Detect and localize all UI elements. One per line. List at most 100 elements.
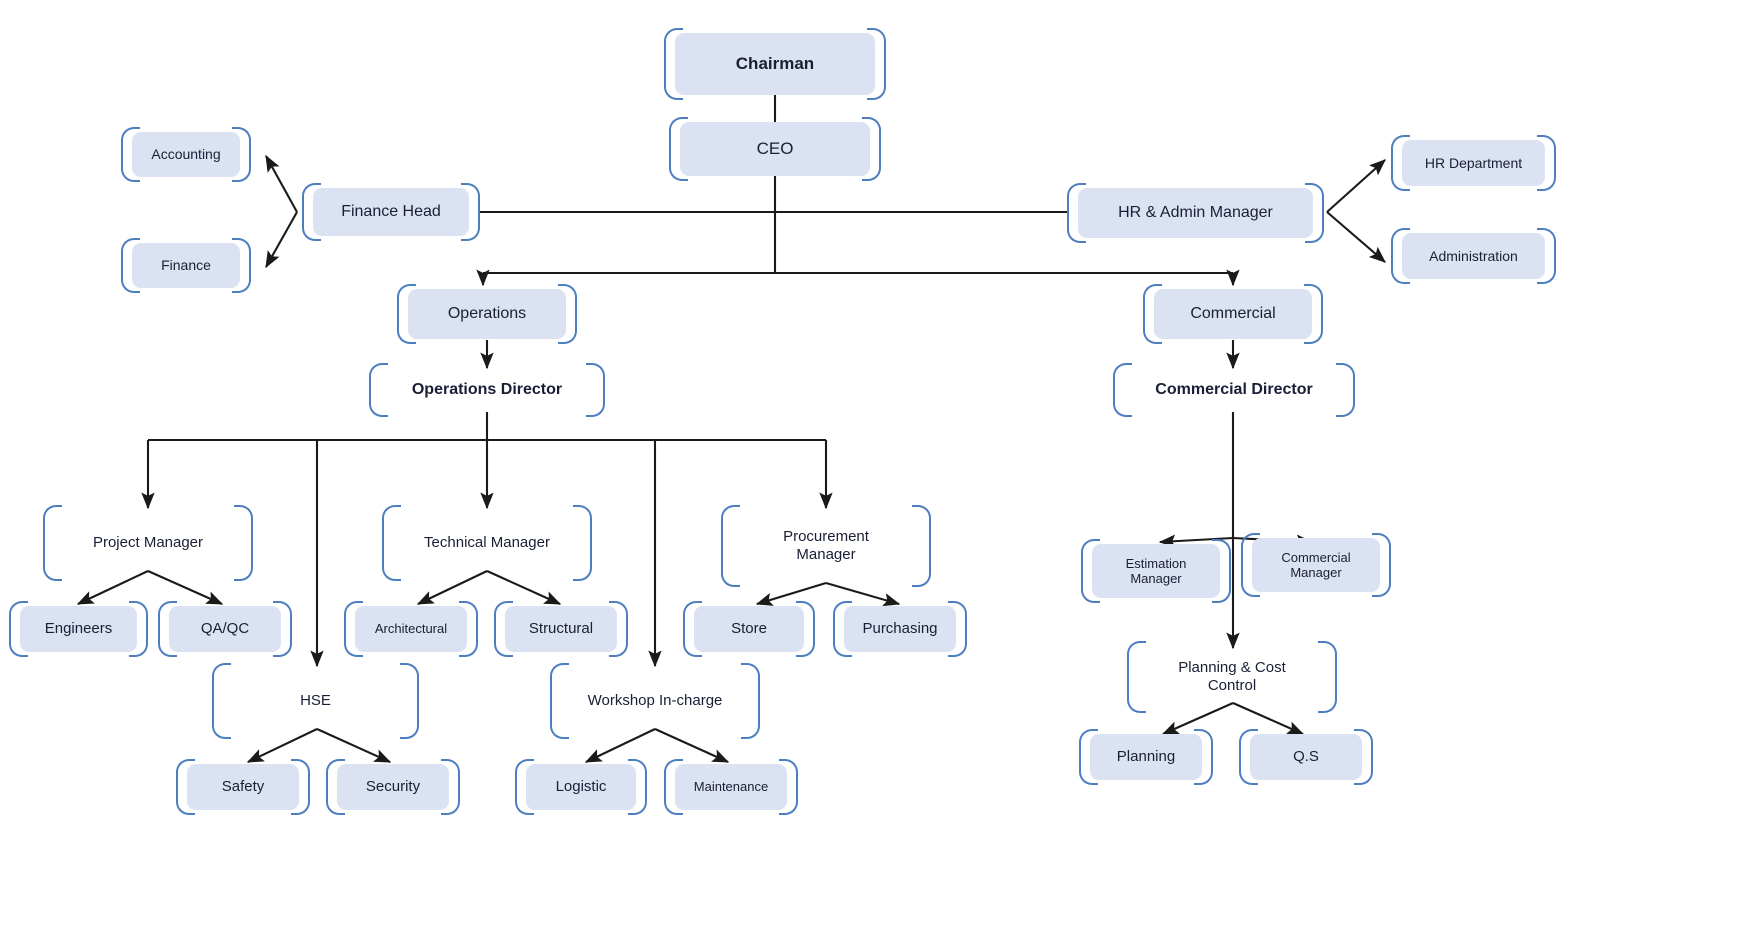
node-maintenance-card <box>675 764 787 810</box>
node-hr-department[interactable]: HR Department <box>1391 135 1556 191</box>
node-planning-label: Planning <box>1116 748 1176 766</box>
node-operations-card <box>408 289 566 339</box>
node-ceo-label: CEO <box>756 138 794 158</box>
edge-finance-head-accounting <box>265 154 298 213</box>
bracket-right-icon <box>234 505 253 581</box>
bracket-right-icon <box>1336 363 1355 417</box>
bracket-left-icon <box>176 759 195 815</box>
bracket-right-icon <box>1372 533 1391 597</box>
node-maintenance-label: Maintenance <box>693 779 769 795</box>
node-commercial-manager[interactable]: Commercial Manager <box>1241 533 1391 597</box>
edge-finance-head-finance <box>265 211 298 269</box>
bracket-right-icon <box>273 601 292 657</box>
node-hr-department-card <box>1402 140 1545 186</box>
node-architectural[interactable]: Architectural <box>344 601 478 657</box>
node-structural-card <box>505 606 617 652</box>
node-security-card <box>337 764 449 810</box>
node-engineers[interactable]: Engineers <box>9 601 148 657</box>
node-maintenance[interactable]: Maintenance <box>664 759 798 815</box>
node-logistic[interactable]: Logistic <box>515 759 647 815</box>
node-planning-cost-control[interactable]: Planning & Cost Control <box>1127 641 1337 713</box>
node-chairman-card <box>675 33 875 95</box>
node-operations-director[interactable]: Operations Director <box>369 363 605 417</box>
node-administration-label: Administration <box>1429 247 1518 264</box>
node-accounting[interactable]: Accounting <box>121 127 251 182</box>
node-operations-label: Operations <box>447 304 527 322</box>
node-qs[interactable]: Q.S <box>1239 729 1373 785</box>
bracket-left-icon <box>302 183 321 241</box>
node-purchasing[interactable]: Purchasing <box>833 601 967 657</box>
node-accounting-label: Accounting <box>151 146 221 163</box>
node-technical-manager-label: Technical Manager <box>424 534 550 552</box>
bracket-left-icon <box>1067 183 1086 243</box>
node-store[interactable]: Store <box>683 601 815 657</box>
node-workshop-in-charge-label: Workshop In-charge <box>587 692 723 710</box>
edge-proc-purchasing <box>825 581 901 607</box>
bracket-left-icon <box>1241 533 1260 597</box>
node-store-card <box>694 606 804 652</box>
node-hr-admin-manager-label: HR & Admin Manager <box>1118 203 1273 221</box>
node-hr-admin-manager-card <box>1078 188 1313 238</box>
bracket-left-icon <box>382 505 401 581</box>
node-chairman[interactable]: Chairman <box>664 28 886 100</box>
node-hse[interactable]: HSE <box>212 663 419 739</box>
node-engineers-card <box>20 606 137 652</box>
bracket-right-icon <box>459 601 478 657</box>
node-estimation-manager-card <box>1092 544 1220 598</box>
bracket-right-icon <box>912 505 931 587</box>
bracket-left-icon <box>721 505 740 587</box>
bracket-left-icon <box>664 759 683 815</box>
bracket-right-icon <box>441 759 460 815</box>
node-hr-admin-manager[interactable]: HR & Admin Manager <box>1067 183 1324 243</box>
bracket-right-icon <box>1305 183 1324 243</box>
node-estimation-manager[interactable]: Estimation Manager <box>1081 539 1231 603</box>
node-security[interactable]: Security <box>326 759 460 815</box>
bracket-right-icon <box>1537 135 1556 191</box>
node-planning[interactable]: Planning <box>1079 729 1213 785</box>
node-administration[interactable]: Administration <box>1391 228 1556 284</box>
node-finance-label: Finance <box>161 257 211 274</box>
bracket-right-icon <box>609 601 628 657</box>
bracket-right-icon <box>1194 729 1213 785</box>
node-administration-card <box>1402 233 1545 279</box>
node-safety-label: Safety <box>221 778 265 796</box>
bracket-right-icon <box>1304 284 1323 344</box>
node-finance-head[interactable]: Finance Head <box>302 183 480 241</box>
bracket-right-icon <box>741 663 760 739</box>
node-accounting-card <box>132 132 240 177</box>
node-finance-card <box>132 243 240 288</box>
node-planning-cost-control-label: Planning & Cost Control <box>1178 659 1286 694</box>
node-finance[interactable]: Finance <box>121 238 251 293</box>
node-workshop-in-charge[interactable]: Workshop In-charge <box>550 663 760 739</box>
node-procurement-manager[interactable]: Procurement Manager <box>721 505 931 587</box>
node-qa-qc-card <box>169 606 281 652</box>
bracket-left-icon <box>515 759 534 815</box>
node-commercial-director-label: Commercial Director <box>1155 380 1313 398</box>
node-project-manager[interactable]: Project Manager <box>43 505 253 581</box>
node-qa-qc[interactable]: QA/QC <box>158 601 292 657</box>
node-commercial[interactable]: Commercial <box>1143 284 1323 344</box>
bracket-left-icon <box>158 601 177 657</box>
node-ceo[interactable]: CEO <box>669 117 881 181</box>
edge-proc-store <box>755 581 827 606</box>
bracket-right-icon <box>1354 729 1373 785</box>
bracket-right-icon <box>573 505 592 581</box>
bracket-right-icon <box>948 601 967 657</box>
node-estimation-manager-label: Estimation Manager <box>1125 555 1187 586</box>
bracket-left-icon <box>43 505 62 581</box>
node-structural[interactable]: Structural <box>494 601 628 657</box>
bracket-left-icon <box>212 663 231 739</box>
node-engineers-label: Engineers <box>44 620 113 638</box>
bracket-left-icon <box>369 363 388 417</box>
node-qs-label: Q.S <box>1293 748 1319 766</box>
node-safety-card <box>187 764 299 810</box>
bracket-left-icon <box>1239 729 1258 785</box>
node-safety[interactable]: Safety <box>176 759 310 815</box>
node-operations[interactable]: Operations <box>397 284 577 344</box>
bracket-left-icon <box>1143 284 1162 344</box>
bracket-right-icon <box>232 127 251 182</box>
node-security-label: Security <box>365 778 421 796</box>
node-technical-manager[interactable]: Technical Manager <box>382 505 592 581</box>
node-commercial-director[interactable]: Commercial Director <box>1113 363 1355 417</box>
node-commercial-label: Commercial <box>1190 304 1276 322</box>
